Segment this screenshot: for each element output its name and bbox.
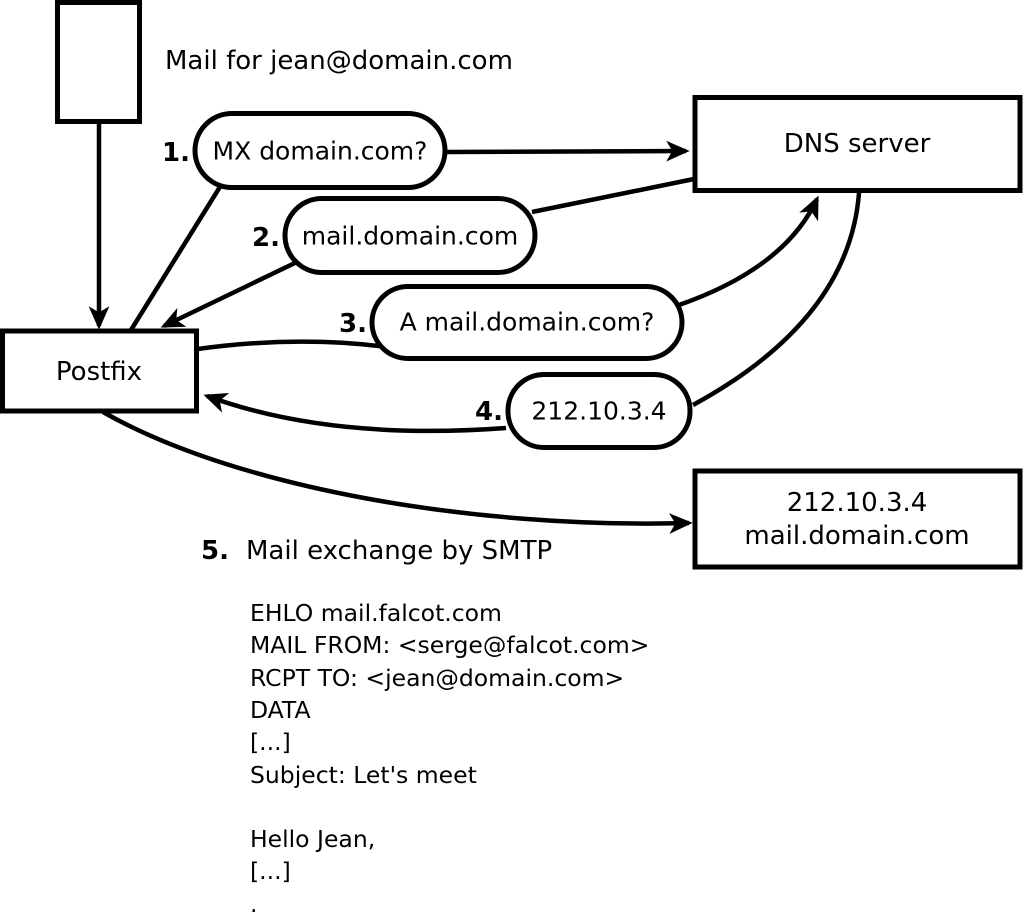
mail-note-label: Mail for jean@domain.com — [165, 46, 513, 76]
dns-server-node — [692, 95, 1023, 193]
step-1-number: 1. — [162, 138, 190, 168]
ip-answer-bubble — [505, 372, 693, 450]
mail-server-ip-label: 212.10.3.4 — [787, 488, 928, 518]
smtp-exchange-label: Mail exchange by SMTP — [246, 536, 552, 566]
postfix-node — [0, 328, 199, 414]
arrow-mx-answer-to-postfix — [160, 258, 300, 329]
line-dns-to-mx-answer — [531, 176, 695, 215]
mx-query-bubble — [192, 111, 448, 190]
arrow-postfix-to-mail-server — [101, 410, 693, 534]
step-5-number: 5. — [201, 536, 229, 566]
mx-query-label: MX domain.com? — [213, 137, 428, 166]
incoming-message-node — [55, 0, 142, 124]
step-3-number: 3. — [339, 309, 367, 339]
smtp-line: RCPT TO: <jean@domain.com> — [250, 664, 624, 692]
mail-server-node — [692, 468, 1023, 570]
smtp-line: Hello Jean, — [250, 825, 375, 853]
arrow-mx-query-to-dns — [446, 140, 690, 162]
a-query-label: A mail.domain.com? — [400, 308, 655, 337]
smtp-line: . — [250, 890, 257, 918]
smtp-line: Subject: Let's meet — [250, 761, 477, 789]
postfix-label: Postfix — [56, 357, 142, 387]
line-dns-to-ip-answer — [691, 192, 862, 407]
mail-server-host-label: mail.domain.com — [744, 521, 969, 551]
mx-answer-bubble — [282, 196, 538, 275]
ip-answer-label: 212.10.3.4 — [531, 397, 666, 426]
smtp-line: EHLO mail.falcot.com — [250, 599, 502, 627]
smtp-line: [...] — [250, 857, 291, 885]
smtp-line: [...] — [250, 728, 291, 756]
a-query-bubble — [369, 284, 685, 361]
smtp-line: MAIL FROM: <serge@falcot.com> — [250, 631, 649, 659]
mx-answer-label: mail.domain.com — [302, 222, 518, 251]
line-postfix-to-mx-query — [129, 180, 225, 332]
dns-server-label: DNS server — [784, 129, 931, 159]
arrow-a-query-to-dns — [678, 195, 820, 308]
smtp-line: DATA — [250, 696, 311, 724]
step-4-number: 4. — [475, 397, 503, 427]
smtp-session-block: EHLO mail.falcot.com MAIL FROM: <serge@f… — [250, 599, 649, 918]
step-2-number: 2. — [252, 223, 280, 253]
arrow-ip-answer-to-postfix — [203, 393, 507, 434]
